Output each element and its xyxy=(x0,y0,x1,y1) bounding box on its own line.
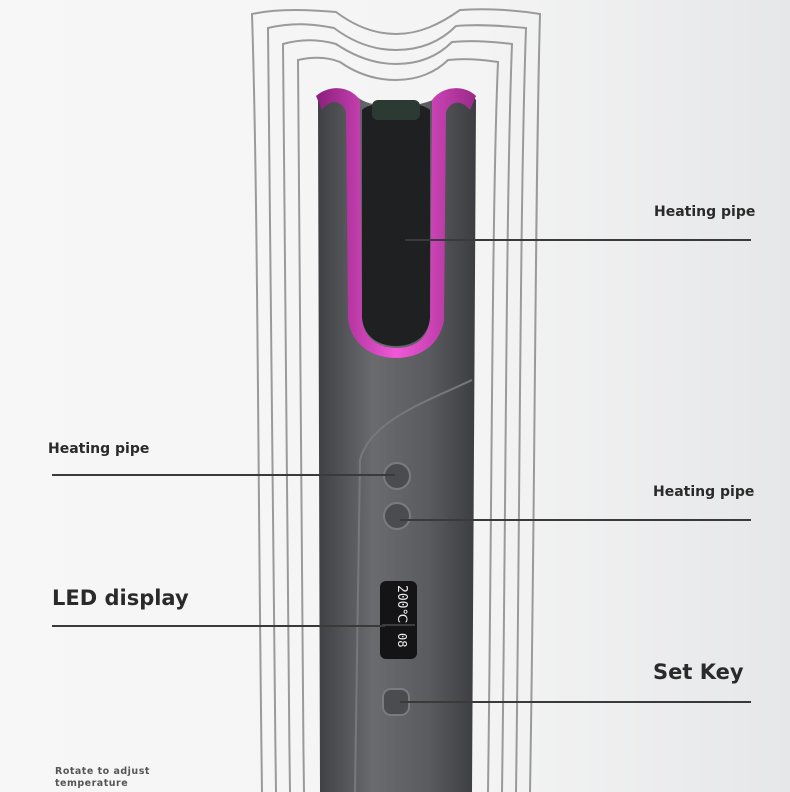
power-button xyxy=(383,462,411,490)
rotate-note: Rotate to adjust temperature xyxy=(55,766,150,790)
heating-chamber xyxy=(316,88,476,358)
leader-line xyxy=(405,239,751,241)
label-set-key: Set Key xyxy=(653,660,744,684)
label-heating-pipe-mid: Heating pipe xyxy=(653,484,755,500)
mode-button xyxy=(383,502,411,530)
leader-line xyxy=(52,625,385,627)
led-timer: 08 xyxy=(395,633,409,647)
led-display xyxy=(380,581,417,659)
label-led-display: LED display xyxy=(52,586,189,610)
label-heating-pipe-top: Heating pipe xyxy=(654,204,756,220)
leader-line xyxy=(400,519,751,521)
note-line-2: temperature xyxy=(55,778,129,789)
led-temperature: 200℃ xyxy=(394,585,409,623)
contour-lines xyxy=(250,8,542,792)
leader-line xyxy=(400,701,751,703)
note-line-1: Rotate to adjust xyxy=(55,766,150,777)
leader-line xyxy=(52,474,395,476)
label-heating-pipe-left: Heating pipe xyxy=(48,441,150,457)
